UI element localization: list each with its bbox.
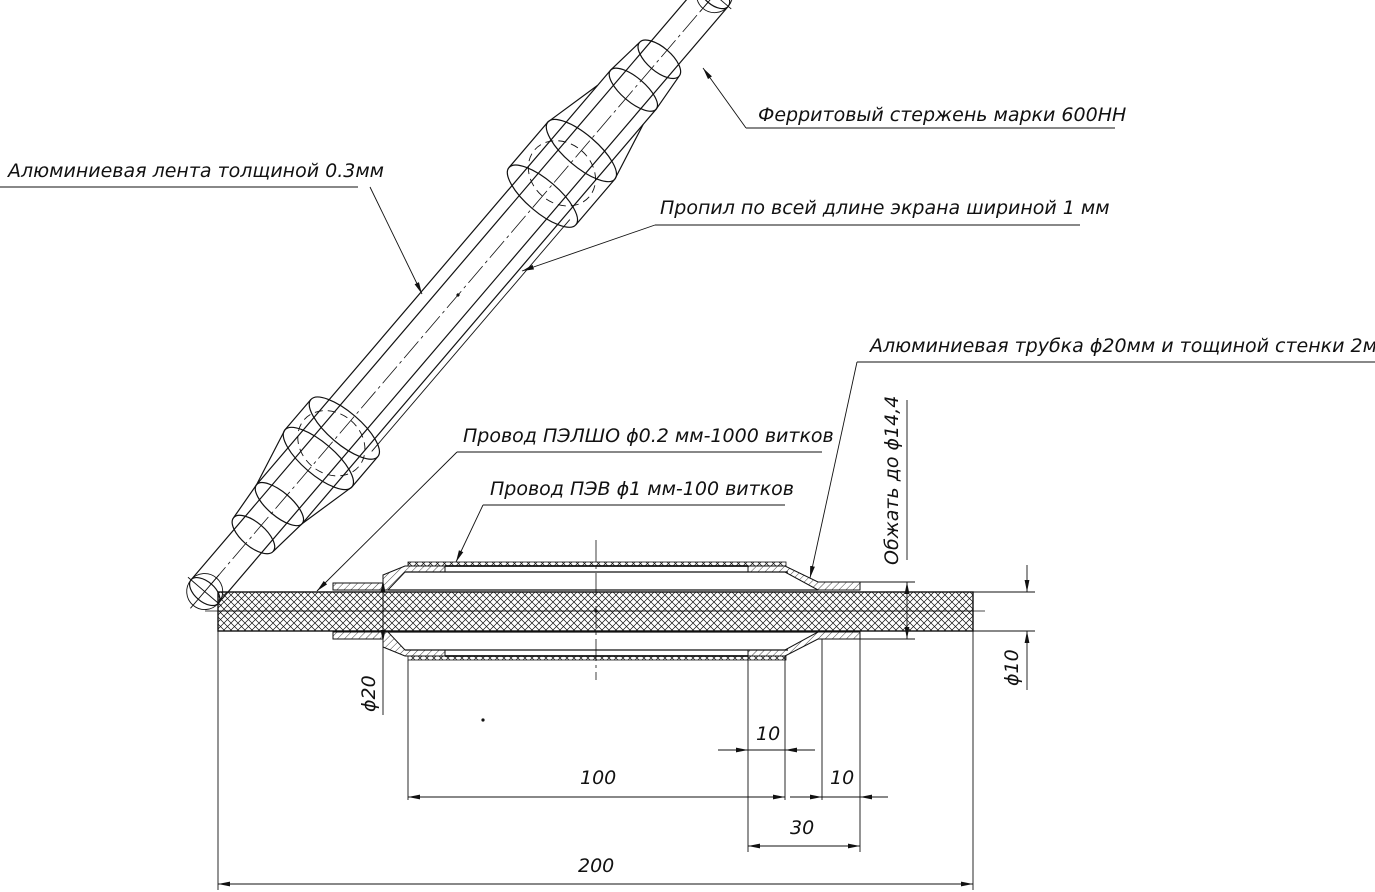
dim-200-text: 200 [578, 855, 614, 877]
extension-lines [217, 631, 974, 890]
dim-crimp [860, 400, 915, 640]
dim-10-a-text: 10 [756, 723, 780, 745]
leader-pev [455, 504, 785, 563]
dim-100-text: 100 [580, 767, 616, 789]
label-crimp: Обжать до ϕ14,4 [881, 396, 903, 565]
dim-10-b-text: 10 [830, 767, 854, 789]
label-ferrite-rod: Ферритовый стержень марки 600НН [758, 104, 1126, 126]
label-aluminum-tube: Алюминиевая трубка ϕ20мм и тощиной стенк… [868, 335, 1375, 357]
leader-ferrite [702, 67, 1115, 129]
section-view [205, 540, 985, 722]
leader-aluminum-tape [0, 186, 423, 295]
dim-d10-text: ϕ10 [1001, 649, 1023, 686]
dim-d20-text: ϕ20 [358, 675, 380, 712]
isometric-view [186, 0, 733, 611]
label-wire-pev: Провод ПЭВ ϕ1 мм-100 витков [490, 478, 794, 500]
leader-aluminum-tube [809, 361, 1375, 579]
label-wire-pelsho: Провод ПЭЛШО ϕ0.2 мм-1000 витков [463, 425, 834, 447]
leader-slot [521, 224, 1080, 272]
dim-30-text: 30 [790, 817, 814, 839]
leader-pelsho [316, 451, 822, 592]
label-aluminum-tape: Алюминиевая лента толщиной 0.3мм [6, 160, 384, 182]
dim-d10 [973, 565, 1035, 690]
label-slot: Пропил по всей длине экрана шириной 1 мм [660, 197, 1110, 219]
